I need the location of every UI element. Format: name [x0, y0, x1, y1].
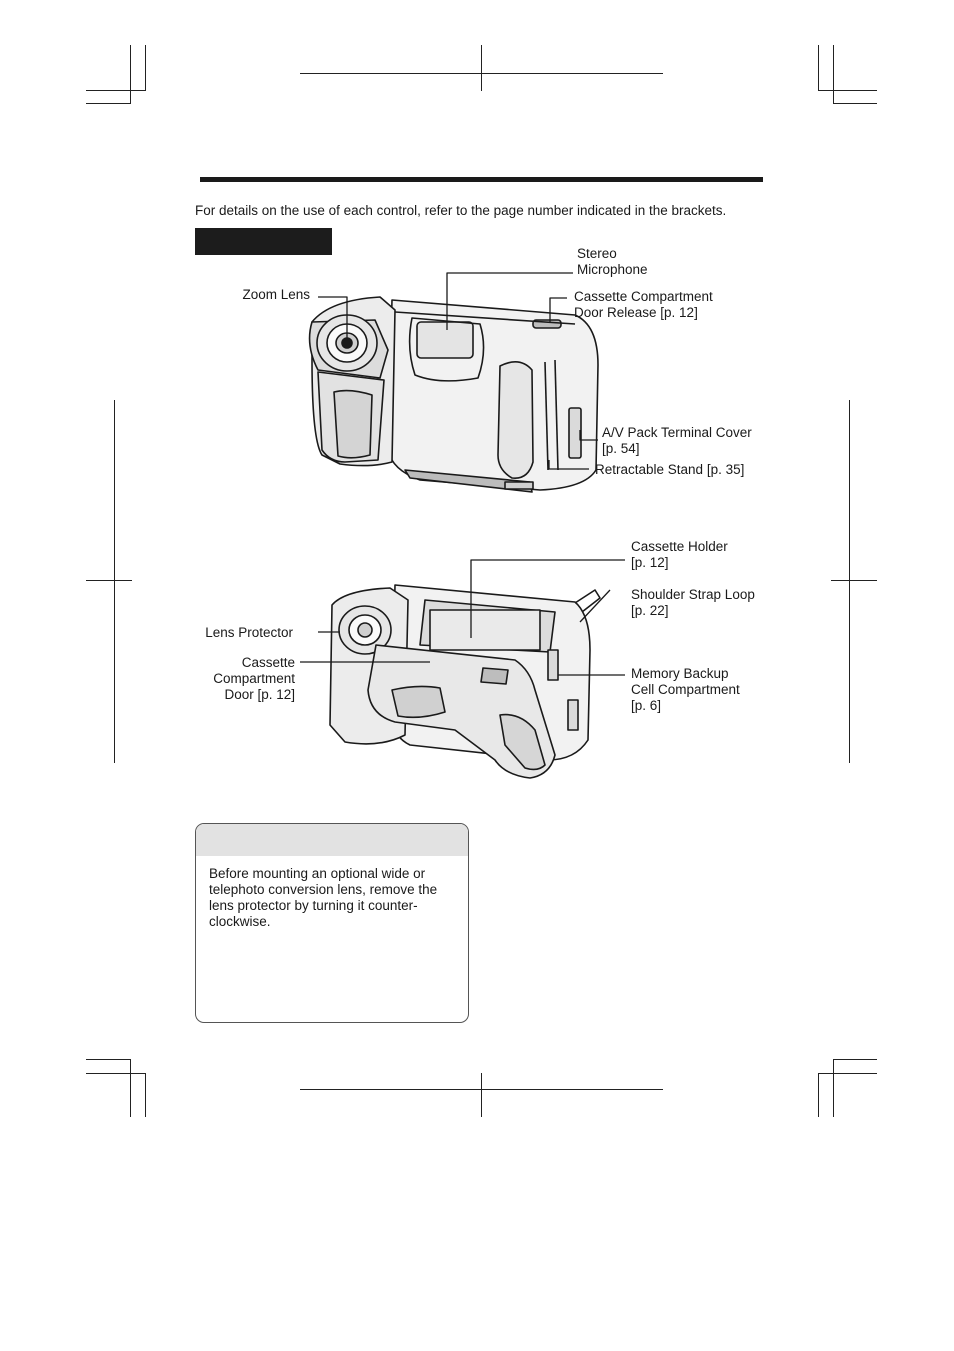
section-heading-bar	[195, 228, 332, 255]
note-text: Before mounting an optional wide or tele…	[209, 866, 438, 929]
note-box: Before mounting an optional wide or tele…	[195, 823, 469, 1023]
label-av-pack-cover: A/V Pack Terminal Cover [p. 54]	[602, 425, 752, 456]
label-memory-backup: Memory Backup Cell Compartment [p. 6]	[631, 666, 740, 713]
intro-text: For details on the use of each control, …	[195, 203, 727, 218]
label-stereo-microphone: Stereo Microphone	[577, 246, 648, 277]
label-cassette-compartment-door: Cassette Compartment Door [p. 12]	[213, 655, 295, 702]
camcorder-front-illustration	[308, 296, 599, 493]
note-header	[196, 824, 468, 856]
label-zoom-lens: Zoom Lens	[242, 287, 310, 302]
camcorder-open-illustration	[329, 584, 601, 779]
header-rule	[200, 177, 763, 182]
leader-lines	[300, 272, 625, 676]
label-lens-protector: Lens Protector	[205, 625, 293, 640]
label-retractable-stand: Retractable Stand [p. 35]	[595, 462, 745, 477]
label-cassette-door-release: Cassette Compartment Door Release [p. 12…	[574, 289, 713, 320]
label-cassette-holder: Cassette Holder [p. 12]	[631, 539, 728, 570]
label-shoulder-strap-loop: Shoulder Strap Loop [p. 22]	[631, 587, 755, 618]
